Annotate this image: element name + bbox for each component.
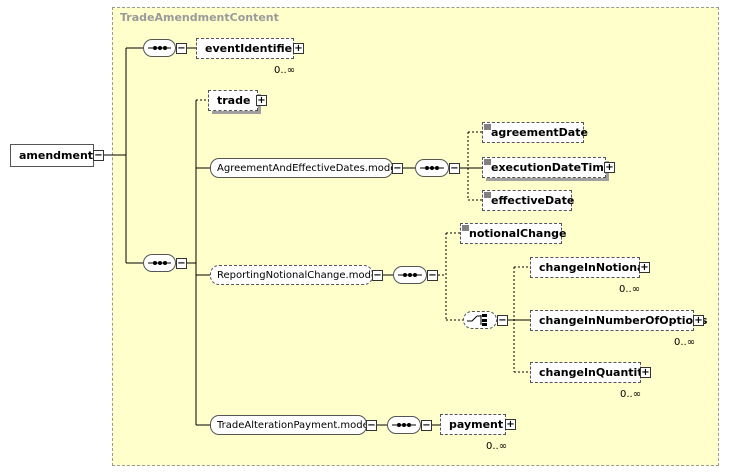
expand-toggle-icon[interactable]: + [693, 315, 704, 326]
element-label: agreementDate [491, 126, 588, 139]
choice-compositor[interactable] [463, 311, 497, 329]
group-title: TradeAmendmentContent [120, 11, 279, 24]
element-label: payment [449, 418, 504, 431]
group-trade-alteration-payment[interactable]: TradeAlterationPayment.model [210, 415, 372, 435]
sequence-compositor[interactable] [415, 159, 449, 177]
sequence-icon [148, 46, 171, 50]
element-label: executionDateTime [491, 161, 612, 174]
collapse-toggle-icon[interactable]: − [421, 420, 432, 431]
element-agreement-date[interactable]: agreementDate [482, 122, 588, 143]
expand-toggle-icon[interactable]: + [505, 419, 516, 430]
group-label: ReportingNotionalChange.model [217, 269, 380, 281]
sequence-icon [392, 423, 416, 427]
collapse-toggle-icon[interactable]: − [427, 270, 438, 281]
element-change-in-quantity[interactable]: changeInQuantity [530, 362, 650, 387]
element-label: changeInQuantity [539, 366, 650, 379]
sequence-icon [398, 273, 422, 277]
group-agreement-effective-dates[interactable]: AgreementAndEffectiveDates.model [210, 158, 399, 178]
lines-icon [484, 124, 491, 130]
root-element-label: amendment [19, 149, 94, 162]
collapse-toggle-icon[interactable]: − [176, 43, 187, 54]
group-label: TradeAlterationPayment.model [217, 419, 372, 431]
root-element-amendment[interactable]: amendment [10, 144, 94, 167]
sequence-compositor[interactable] [393, 266, 427, 284]
sequence-compositor[interactable] [143, 39, 176, 57]
sequence-icon [420, 166, 444, 170]
element-label: eventIdentifier [205, 42, 298, 55]
choice-icon [467, 314, 487, 326]
lines-icon [484, 159, 491, 165]
element-change-in-notional[interactable]: changeInNotional [530, 257, 648, 282]
expand-toggle-icon[interactable]: + [256, 95, 267, 106]
lines-icon [484, 192, 491, 198]
element-label: trade [217, 94, 251, 107]
group-label: AgreementAndEffectiveDates.model [217, 162, 400, 174]
cardinality-label: 0..∞ [674, 337, 696, 348]
cardinality-label: 0..∞ [619, 284, 641, 295]
cardinality-label: 0..∞ [620, 389, 642, 400]
element-label: changeInNotional [539, 261, 649, 274]
collapse-toggle-icon[interactable]: − [497, 315, 508, 326]
collapse-toggle-icon[interactable]: − [366, 420, 377, 431]
element-payment[interactable]: payment [440, 414, 510, 439]
collapse-toggle-icon[interactable]: − [392, 163, 403, 174]
element-change-in-number-of-options[interactable]: changeInNumberOfOptions [530, 310, 707, 335]
element-label: effectiveDate [491, 194, 575, 207]
collapse-toggle-icon[interactable]: − [372, 270, 383, 281]
element-trade[interactable]: trade [208, 90, 261, 114]
cardinality-label: 0..∞ [486, 441, 508, 452]
expand-toggle-icon[interactable]: + [293, 43, 304, 54]
element-event-identifier[interactable]: eventIdentifier [196, 38, 298, 63]
element-notional-change[interactable]: notionalChange [460, 223, 567, 244]
collapse-toggle-icon[interactable]: − [93, 150, 104, 161]
expand-toggle-icon[interactable]: + [604, 162, 615, 173]
element-execution-date-time[interactable]: executionDateTime [482, 157, 611, 181]
cardinality-label: 0..∞ [274, 65, 296, 76]
element-label: notionalChange [469, 227, 567, 240]
sequence-compositor[interactable] [387, 416, 421, 434]
sequence-icon [148, 261, 171, 265]
element-label: changeInNumberOfOptions [539, 314, 708, 327]
sequence-compositor[interactable] [143, 254, 176, 272]
expand-toggle-icon[interactable]: + [640, 367, 651, 378]
lines-icon [462, 225, 469, 231]
group-reporting-notional-change[interactable]: ReportingNotionalChange.model [210, 265, 380, 285]
element-effective-date[interactable]: effectiveDate [482, 190, 575, 211]
collapse-toggle-icon[interactable]: − [449, 163, 460, 174]
collapse-toggle-icon[interactable]: − [176, 258, 187, 269]
group-container [112, 7, 719, 466]
expand-toggle-icon[interactable]: + [639, 262, 650, 273]
